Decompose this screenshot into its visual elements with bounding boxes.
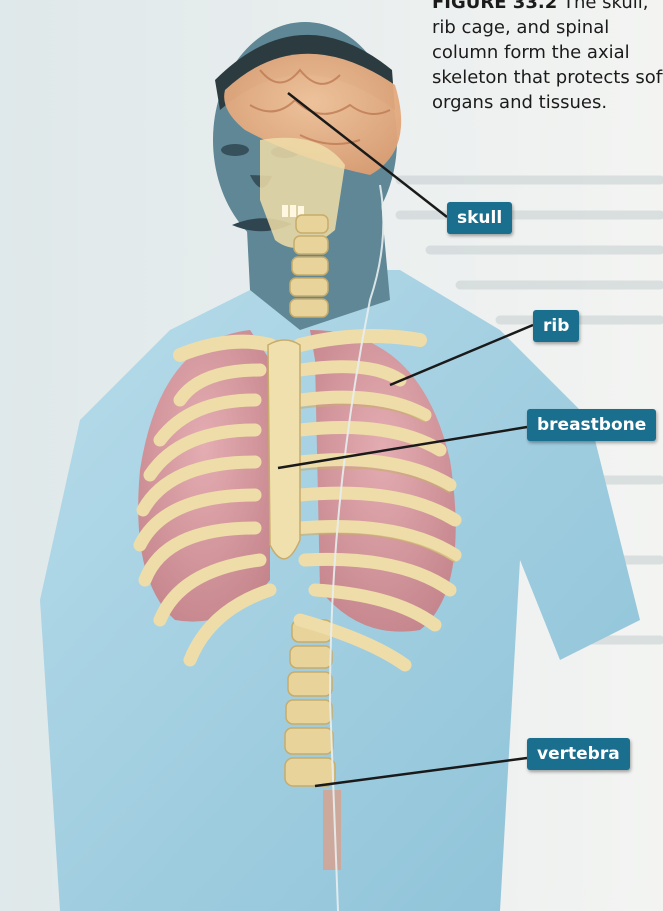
- vertebra-label: vertebra: [527, 738, 630, 770]
- spinal-cord-lower: [323, 790, 341, 870]
- rib-label: rib: [533, 310, 579, 342]
- skull-label: skull: [447, 202, 512, 234]
- breastbone-bone: [268, 340, 300, 559]
- figure-caption: FIGURE 33.2 The skull, rib cage, and spi…: [432, 0, 663, 115]
- figure-number: FIGURE 33.2: [432, 0, 557, 13]
- figure-caption-text: The skull, rib cage, and spinal column f…: [432, 0, 663, 113]
- breastbone-label: breastbone: [527, 409, 656, 441]
